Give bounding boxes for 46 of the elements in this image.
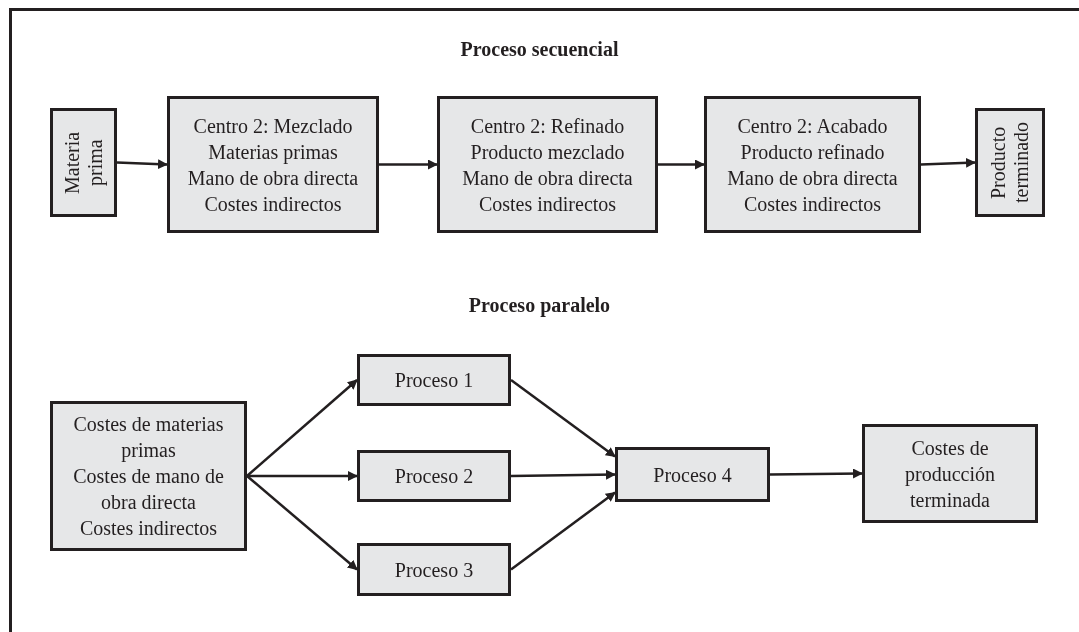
process-box [357,543,511,596]
arrow [658,159,705,170]
box-text: Mano de obra directa [462,165,633,191]
box-text: Materias primas [208,139,338,165]
box-text: Mano de obra directa [727,165,898,191]
process-box [357,354,511,406]
arrow [246,475,358,571]
arrow [770,468,863,479]
arrow [379,159,438,170]
arrow [510,491,616,571]
process-box [975,108,1045,217]
arrow [246,379,358,477]
box-text: Proceso 3 [394,557,474,583]
box-text: Producto mezclado [470,139,625,165]
box-text: Proceso 2 [394,464,474,489]
section-heading: Proceso paralelo [468,294,611,317]
box-text: Proceso 1 [394,368,474,393]
process-box [50,401,247,551]
box-text: Costes indirectos [79,516,218,541]
arrow [116,159,168,170]
arrow [920,157,976,168]
process-box [437,96,658,233]
process-box [704,96,921,233]
arrow [511,469,616,480]
process-box [50,108,117,217]
box-text: Costes de producción terminada [904,435,996,513]
process-box [357,450,511,502]
box-text: Centro 2: Mezclado [193,113,353,139]
section-heading: Proceso secuencial [460,38,619,61]
box-text: Costes indirectos [743,191,882,217]
arrow [247,471,358,481]
process-box [862,424,1038,523]
arrow [510,379,616,458]
process-box [167,96,379,233]
box-text: Centro 2: Acabado [737,113,888,139]
box-text: Costes de materias primas [72,412,225,463]
box-text: Producto refinado [740,139,885,165]
process-box [615,447,770,502]
box-text: Materia prima [60,130,107,196]
box-text: Costes indirectos [478,191,617,217]
box-text: Costes indirectos [204,191,342,217]
box-text: Proceso 4 [653,462,732,488]
box-text: Mano de obra directa [187,165,359,191]
box-text: Producto terminado [987,120,1033,206]
box-text: Costes de mano de obra directa [72,464,225,515]
box-text: Centro 2: Refinado [470,113,625,139]
